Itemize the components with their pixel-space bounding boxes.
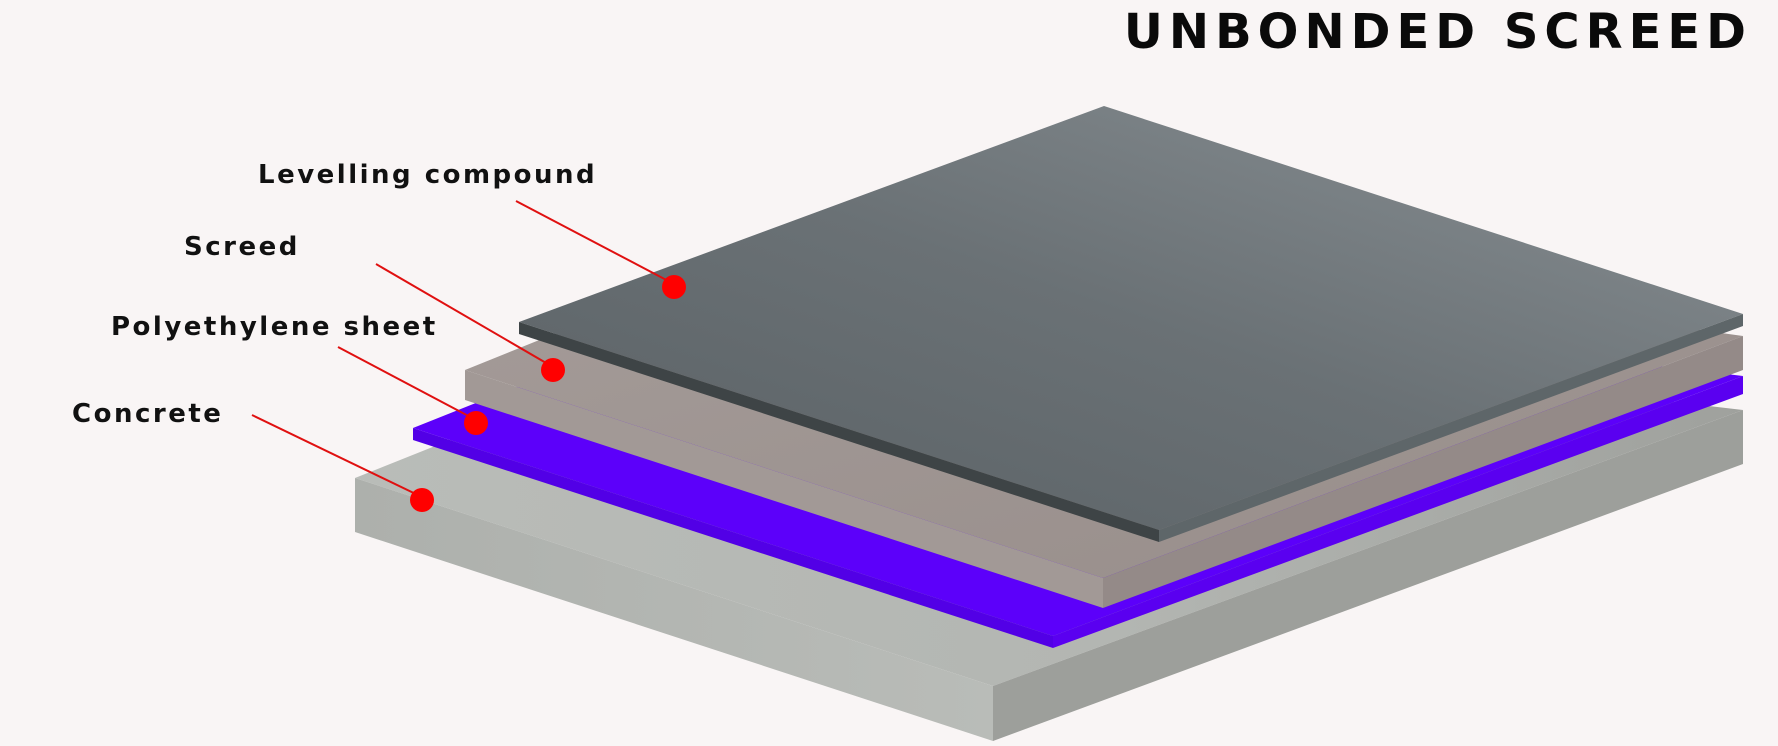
polyethylene-front-face [413,428,1053,648]
levelling-top-face [519,106,1743,530]
callout-line [515,200,675,285]
callout-screed [375,263,565,382]
screed-front-face [465,370,1103,608]
callout-marker [410,488,434,512]
levelling-side-face [1159,314,1743,542]
callout-line [375,263,554,368]
callout-line [337,346,477,421]
callout-levelling-compound [515,200,686,299]
label-screed: Screed [184,232,300,262]
concrete-side-face [993,410,1743,741]
callout-marker [464,411,488,435]
levelling-front-face [519,322,1159,542]
callout-polyethylene-sheet [337,346,488,435]
concrete-front-face [355,478,993,741]
screed-side-face [1103,336,1743,608]
levelling-compound-layer [519,106,1743,542]
callout-line [251,414,423,498]
callout-concrete [251,414,434,512]
label-concrete: Concrete [72,399,224,429]
polyethylene-side-face [1053,376,1743,648]
callout-marker [541,358,565,382]
callout-marker [662,275,686,299]
label-levelling-compound: Levelling compound [258,160,598,190]
label-polyethylene-sheet: Polyethylene sheet [111,312,438,342]
diagram-title: UNBONDED SCREED [1123,4,1752,60]
